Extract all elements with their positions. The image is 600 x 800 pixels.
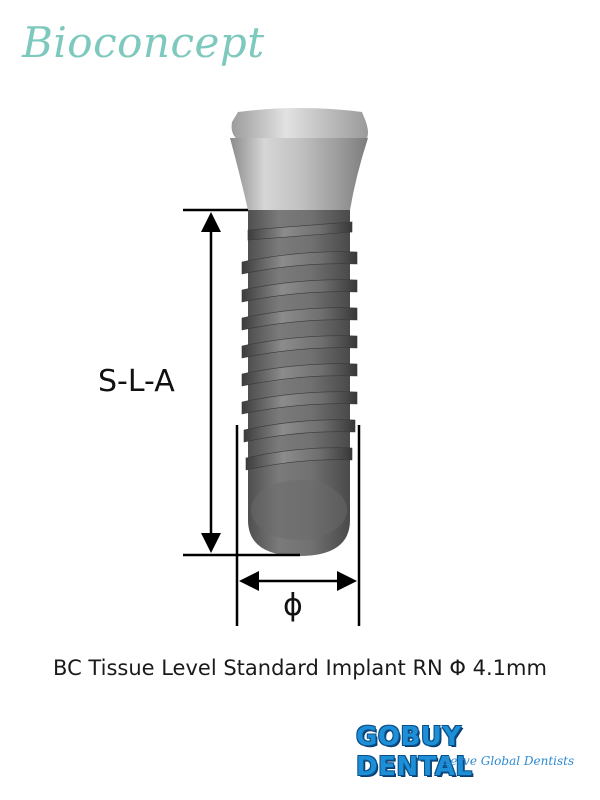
diameter-dimension bbox=[235, 425, 361, 626]
length-dimension bbox=[183, 208, 300, 557]
seller-tagline: Serve Global Dentists bbox=[442, 754, 575, 768]
bioconcept-logo: Bioconcept bbox=[22, 18, 265, 67]
product-caption: BC Tissue Level Standard Implant RN Φ 4.… bbox=[53, 656, 547, 680]
implant-body bbox=[241, 210, 358, 556]
seller-name: GOBUY DENTAL bbox=[356, 722, 473, 782]
implant-collar bbox=[230, 108, 368, 210]
gobuy-dental-logo: GOBUY DENTAL Serve Global Dentists bbox=[356, 722, 575, 782]
diameter-label: ϕ bbox=[283, 588, 303, 623]
length-label: S-L-A bbox=[98, 364, 175, 399]
